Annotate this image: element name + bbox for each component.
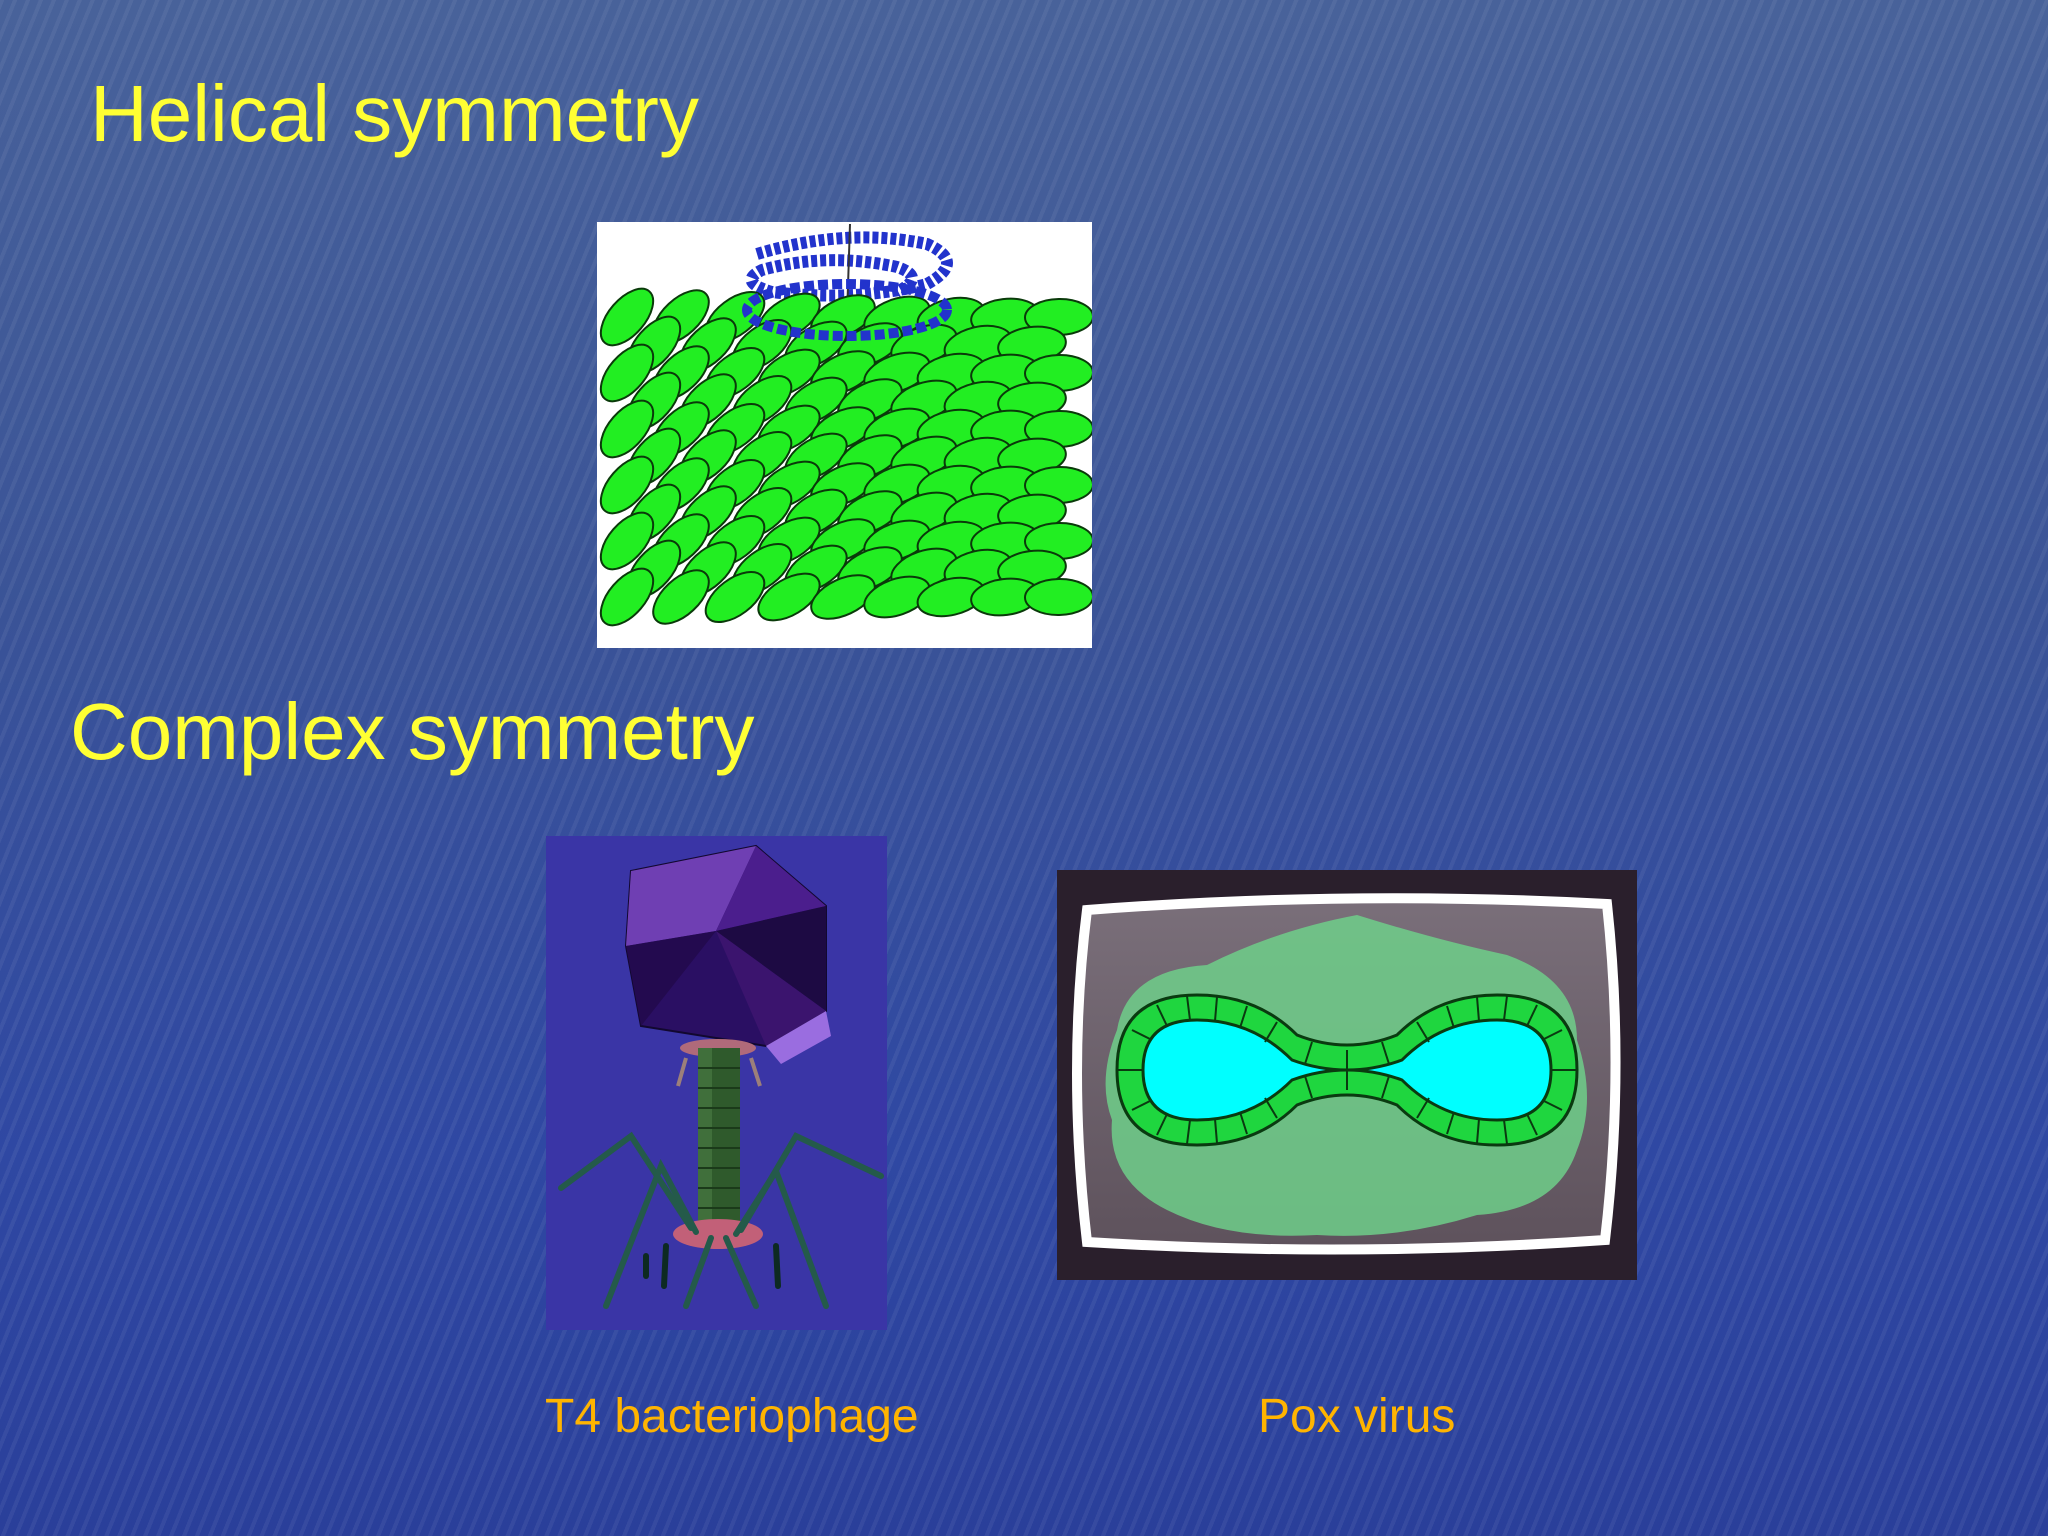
capsomere bbox=[599, 511, 655, 571]
pox-virus-svg bbox=[1057, 870, 1637, 1280]
capsomere bbox=[599, 455, 655, 515]
capsomere bbox=[757, 572, 821, 622]
pox-virus-illustration bbox=[1057, 870, 1637, 1280]
nucleic-acid-helix bbox=[745, 231, 953, 302]
capsomere bbox=[1024, 577, 1092, 617]
t4-bacteriophage-svg bbox=[558, 844, 884, 1309]
helical-virus-svg bbox=[599, 223, 1092, 627]
capsomere bbox=[704, 570, 766, 624]
capsomere bbox=[652, 569, 710, 625]
capsomere bbox=[599, 343, 655, 403]
nucleic-acid-coil bbox=[742, 279, 952, 341]
pox-virus-caption: Pox virus bbox=[1258, 1390, 1456, 1443]
t4-bacteriophage-caption: T4 bacteriophage bbox=[545, 1390, 919, 1443]
capsomere bbox=[599, 567, 655, 627]
capsomere bbox=[599, 399, 655, 459]
complex-symmetry-title: Complex symmetry bbox=[70, 687, 755, 776]
helical-symmetry-title: Helical symmetry bbox=[90, 69, 699, 158]
capsomere bbox=[810, 574, 876, 620]
helical-virus-illustration bbox=[597, 222, 1092, 648]
t4-bacteriophage-illustration bbox=[546, 836, 887, 1330]
capsomere bbox=[599, 287, 655, 347]
